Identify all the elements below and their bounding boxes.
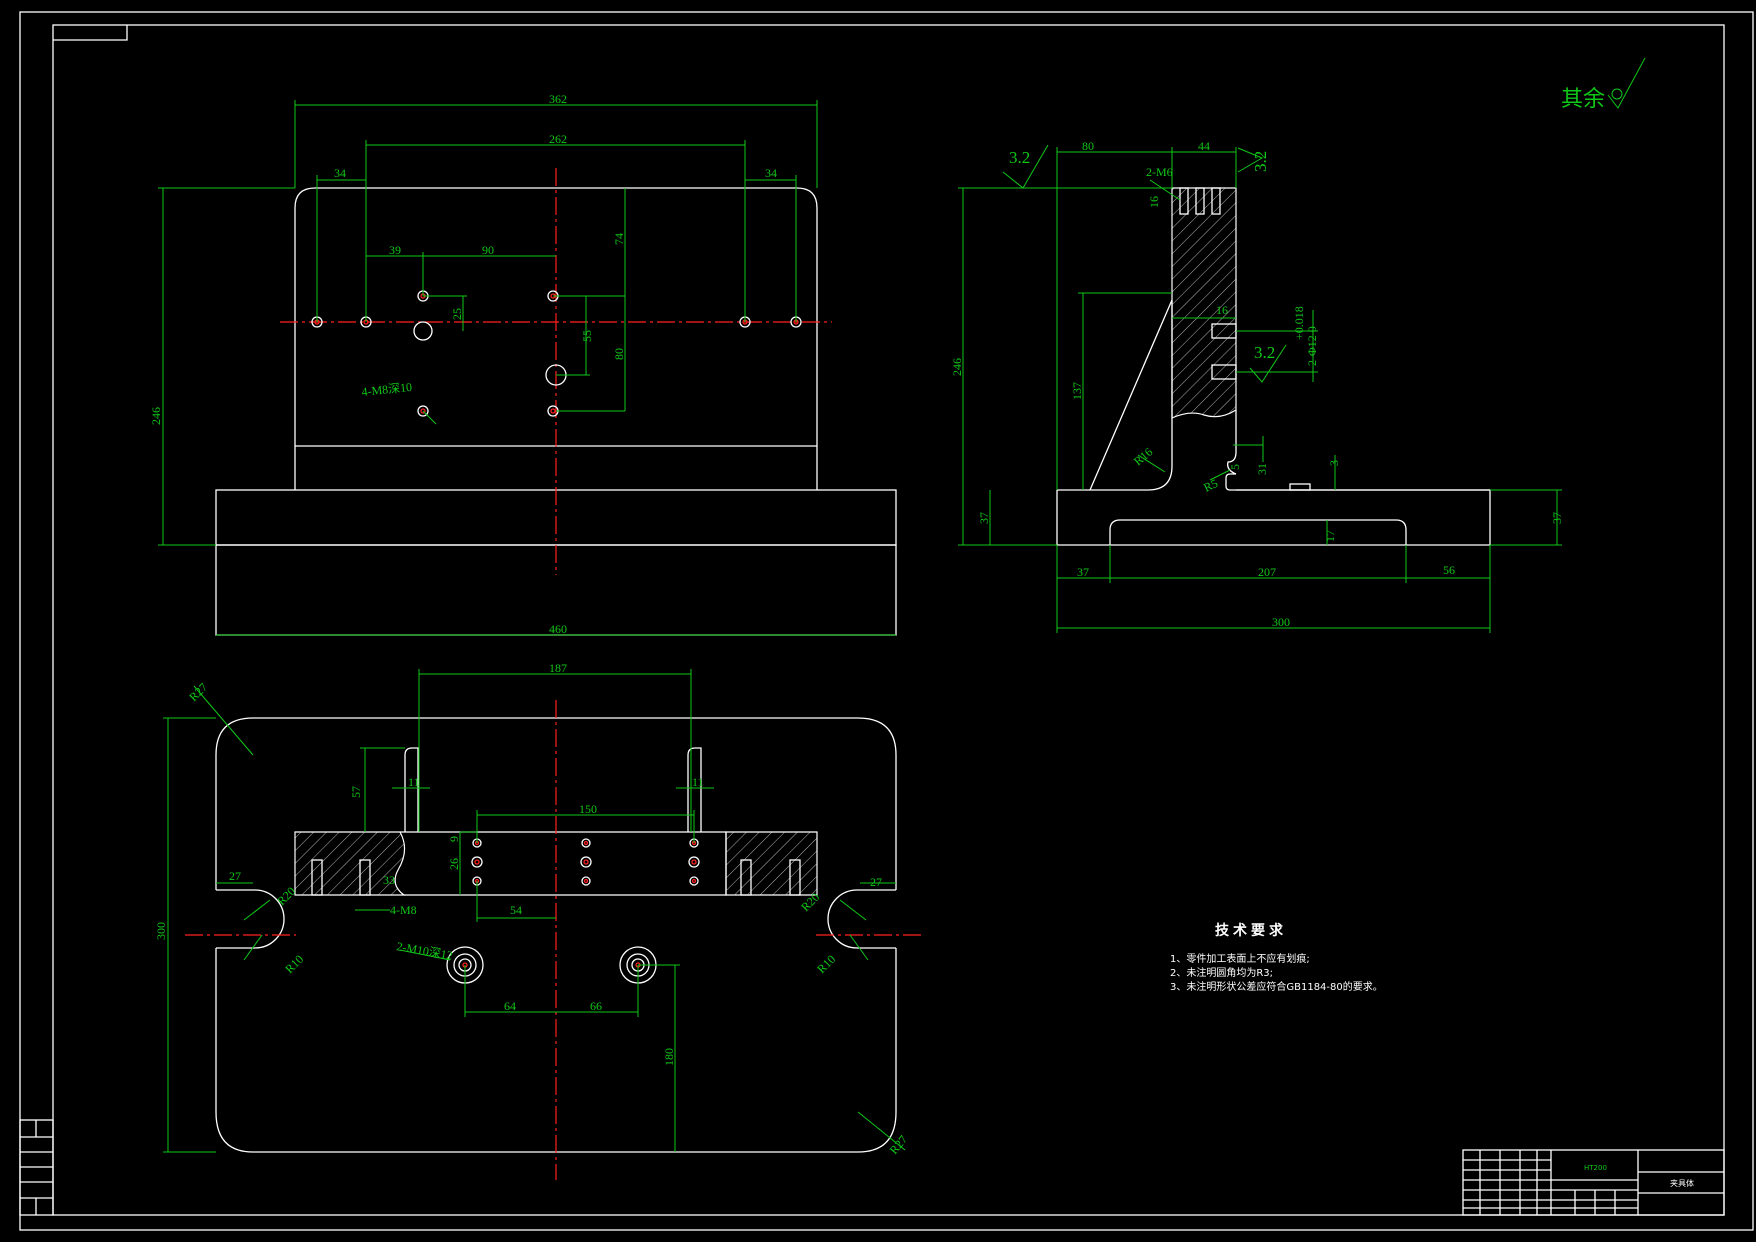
rough-note-text: 其余 <box>1561 87 1605 112</box>
title-block-part-name: 夹具体 <box>1670 1178 1694 1188</box>
dim-r16: R16 <box>1131 445 1155 469</box>
dim-2-m6: 2-M6 <box>1146 165 1173 179</box>
dim-33: 33 <box>383 873 395 887</box>
roughness-symbols: 3.2 3.2 3.2 <box>1002 144 1287 383</box>
dim-11-left: 11 <box>408 775 420 789</box>
dim-r10-left: R10 <box>282 952 306 976</box>
dim-3: 3 <box>1327 460 1341 466</box>
sheet-frame <box>19 11 1754 1231</box>
dim-31: 31 <box>1255 463 1269 475</box>
roughness-note: 其余 <box>1561 57 1646 112</box>
dim-300-top: 300 <box>154 922 168 940</box>
dim-r10-right: R10 <box>814 952 838 976</box>
dim-80: 80 <box>612 348 626 360</box>
title-block: HT200 夹具体 <box>1462 1149 1725 1216</box>
tech-req-title: 技术要求 <box>1215 922 1287 939</box>
dim-34-left: 34 <box>334 166 346 180</box>
dim-80-side: 80 <box>1082 139 1094 153</box>
dim-27-left: 27 <box>229 869 241 883</box>
dim-150: 150 <box>579 802 597 816</box>
dim-r5: R5 <box>1201 476 1220 495</box>
side-view: 80 44 2-M6 16 246 137 16 +0.018 2-Φ12 0 … <box>950 139 1564 633</box>
dim-44: 44 <box>1198 139 1210 153</box>
dim-tolerance: +0.018 <box>1292 306 1306 340</box>
dim-64: 64 <box>504 999 516 1013</box>
dim-37-right: 37 <box>1550 512 1564 524</box>
dim-137: 137 <box>1070 382 1084 400</box>
dim-2-m10: 2-M10深12 <box>395 939 453 963</box>
dim-39: 39 <box>389 243 401 257</box>
dim-56-side: 56 <box>1443 563 1455 577</box>
dim-37-left: 37 <box>977 512 991 524</box>
dim-25: 25 <box>450 308 464 320</box>
dim-57: 57 <box>349 786 363 798</box>
dim-246-side: 246 <box>950 358 964 376</box>
dim-90: 90 <box>482 243 494 257</box>
dim-34-right: 34 <box>765 166 777 180</box>
dim-16-mid: 16 <box>1216 303 1228 317</box>
dim-74: 74 <box>612 233 626 245</box>
dim-5: 5 <box>1228 464 1242 470</box>
dim-300-side: 300 <box>1272 615 1290 629</box>
dim-460: 460 <box>549 622 567 636</box>
dim-246: 246 <box>149 407 163 425</box>
callout-4-m8: 4-M8深10 <box>361 380 413 399</box>
tech-req-item-3: 3、未注明形状公差应符合GB1184-80的要求。 <box>1170 980 1383 993</box>
dim-362: 362 <box>549 92 567 106</box>
dim-26: 26 <box>447 858 461 870</box>
title-block-material: HT200 <box>1584 1164 1607 1172</box>
dim-27-right: 27 <box>870 875 882 889</box>
dim-37-bottom: 37 <box>1077 565 1089 579</box>
dim-4-m8-top: 4-M8 <box>390 903 417 917</box>
dim-66: 66 <box>590 999 602 1013</box>
tech-req-item-2: 2、未注明圆角均为R3; <box>1170 966 1273 979</box>
tech-req-item-1: 1、零件加工表面上不应有划痕; <box>1170 952 1310 965</box>
dim-11-right: 11 <box>692 775 704 789</box>
dim-187: 187 <box>549 661 567 675</box>
dim-262: 262 <box>549 132 567 146</box>
rough-3-2-a: 3.2 <box>1009 148 1030 167</box>
dim-2-phi12: 2-Φ12 0 <box>1305 326 1319 366</box>
top-view: 187 R27 57 11 11 150 9 26 33 4-M8 54 27 … <box>154 661 925 1180</box>
front-dimensions <box>158 100 896 636</box>
left-margin-stamp <box>19 1119 54 1216</box>
front-view: 362 262 34 34 39 90 74 25 55 80 246 460 … <box>149 92 897 636</box>
rough-3-2-c: 3.2 <box>1254 343 1275 362</box>
dim-17: 17 <box>1323 530 1337 542</box>
dim-55: 55 <box>580 330 594 342</box>
top-dimensions <box>163 669 906 1153</box>
side-holes <box>1179 187 1311 491</box>
dim-16-top: 16 <box>1147 196 1161 208</box>
technical-requirements: 技术要求 1、零件加工表面上不应有划痕; 2、未注明圆角均为R3; 3、未注明形… <box>1170 922 1383 993</box>
rough-3-2-b: 3.2 <box>1251 151 1270 172</box>
side-dimensions <box>958 147 1562 633</box>
dim-180: 180 <box>662 1048 676 1066</box>
dim-207: 207 <box>1258 565 1276 579</box>
dim-9: 9 <box>447 836 461 842</box>
dim-54: 54 <box>510 903 522 917</box>
